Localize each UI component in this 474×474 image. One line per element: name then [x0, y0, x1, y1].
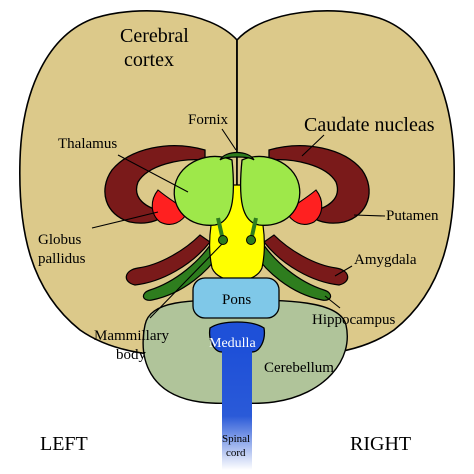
caudate-nucleus-label: Caudate nucleas [304, 114, 435, 136]
globus-pallidus-right [285, 189, 323, 225]
caudate-nucleus-right [268, 145, 370, 224]
hippocampus-leader [324, 295, 341, 309]
pons-label: Pons [222, 292, 251, 308]
hippocampus-label: Hippocampus [312, 312, 395, 328]
pons [192, 277, 280, 319]
caudate-tail-right [263, 234, 349, 286]
hippocampus-left [142, 237, 226, 301]
spinal-cord-label-2: cord [226, 447, 246, 459]
caudate-tail-left [125, 234, 211, 286]
mammillary-body-label-2: body [116, 347, 147, 363]
mammillary-body-right [246, 235, 256, 245]
fornix-column-left [216, 217, 224, 237]
thalamus-label: Thalamus [58, 136, 117, 152]
right-label: RIGHT [350, 433, 411, 455]
thalamus-leader [117, 154, 189, 193]
cerebral-cortex-label-2: cortex [124, 49, 174, 71]
globus-pallidus-leader [91, 211, 159, 229]
thalamus-left [173, 155, 235, 226]
putamen-label: Putamen [386, 208, 439, 224]
hippocampus-right [248, 237, 332, 301]
globus-pallidus-left [151, 189, 189, 225]
amygdala-label: Amygdala [354, 252, 417, 268]
mammillary-body-left [218, 235, 228, 245]
globus-pallidus-label-1: Globus [38, 232, 82, 248]
caudate-leader [301, 134, 325, 157]
left-label: LEFT [40, 433, 88, 455]
spinal-cord-label-1: Spinal [222, 433, 250, 445]
fornix [219, 151, 255, 161]
thalamus-right [239, 155, 301, 226]
putamen-leader [353, 214, 386, 217]
cerebellum-label: Cerebellum [264, 360, 334, 376]
caudate-nucleus-left [104, 145, 206, 224]
amygdala-leader [334, 265, 353, 277]
medulla [208, 321, 266, 353]
cerebral-cortex-label-1: Cerebral [120, 25, 189, 47]
mammillary-body-label-1: Mammillary [94, 328, 169, 344]
spinal-cord [222, 350, 252, 470]
fornix-column-right [250, 217, 258, 237]
fornix-label: Fornix [188, 112, 229, 128]
fornix-leader [221, 128, 237, 151]
globus-pallidus-label-2: pallidus [38, 251, 86, 267]
medulla-label: Medulla [209, 336, 256, 351]
mammillary-body-leader [149, 243, 223, 319]
